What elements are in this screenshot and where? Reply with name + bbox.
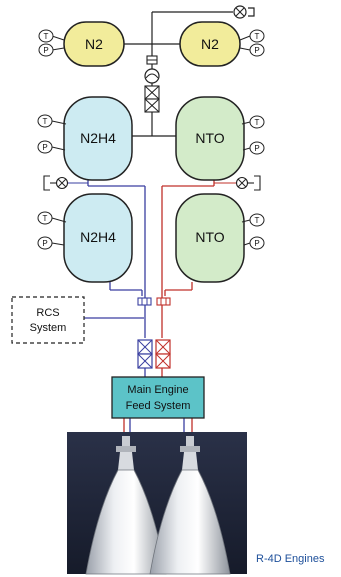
r4d-engines-photo [67,432,247,574]
gauge-p-label: P [42,239,47,248]
rcs-label-line1: RCS [36,307,59,319]
fuel-tank-bottom-label: N2H4 [80,229,116,245]
gauge-p-label: P [254,239,259,248]
gauge-t-label: T [255,118,260,127]
rcs-label-line2: System [30,322,67,334]
gauge-p-label: P [254,144,259,153]
oxidizer-tank-top-label: NTO [195,130,224,146]
gauge-group-ox-top [242,116,264,154]
n2-vent-valve-icon[interactable] [234,6,246,18]
fuel-tank-top-label: N2H4 [80,130,116,146]
main-engine-feed-box: Main Engine Feed System [112,377,204,418]
oxidizer-tank-bottom-label: NTO [195,229,224,245]
n2-tank-left-label: N2 [85,36,103,52]
oxidizer-isolation-valve-icon [156,340,170,368]
gauge-t-label: T [255,216,260,225]
gauge-p-label: P [43,46,48,55]
gauge-t-label: T [255,32,260,41]
n2-tank-right: N2 [180,22,240,66]
fuel-isolation-valve-icon [138,340,152,368]
gauge-group-n2-right [240,30,264,56]
n2-filter-icon [147,56,157,64]
n2-check-valve-icon [145,86,159,112]
n2-tank-left: N2 [64,22,124,66]
gauge-p-label: P [254,46,259,55]
oxidizer-tank-top: NTO [176,97,244,180]
n2-tank-right-label: N2 [201,36,219,52]
oxidizer-tank-bottom: NTO [176,194,244,282]
gauge-t-label: T [44,32,49,41]
feed-label-line2: Feed System [126,400,191,412]
gauge-p-label: P [42,143,47,152]
n2-regulator-icon [145,69,159,83]
gauge-t-label: T [43,117,48,126]
fuel-tank-bottom: N2H4 [64,194,132,282]
fuel-filter-icon [138,298,151,305]
rcs-system-box: RCS System [12,297,84,343]
gauge-t-label: T [43,214,48,223]
oxidizer-filter-icon [157,298,170,305]
fuel-tank-top: N2H4 [64,97,132,180]
gauge-group-ox-bottom [242,214,264,249]
engines-caption: R-4D Engines [256,553,325,565]
feed-label-line1: Main Engine [127,384,188,396]
